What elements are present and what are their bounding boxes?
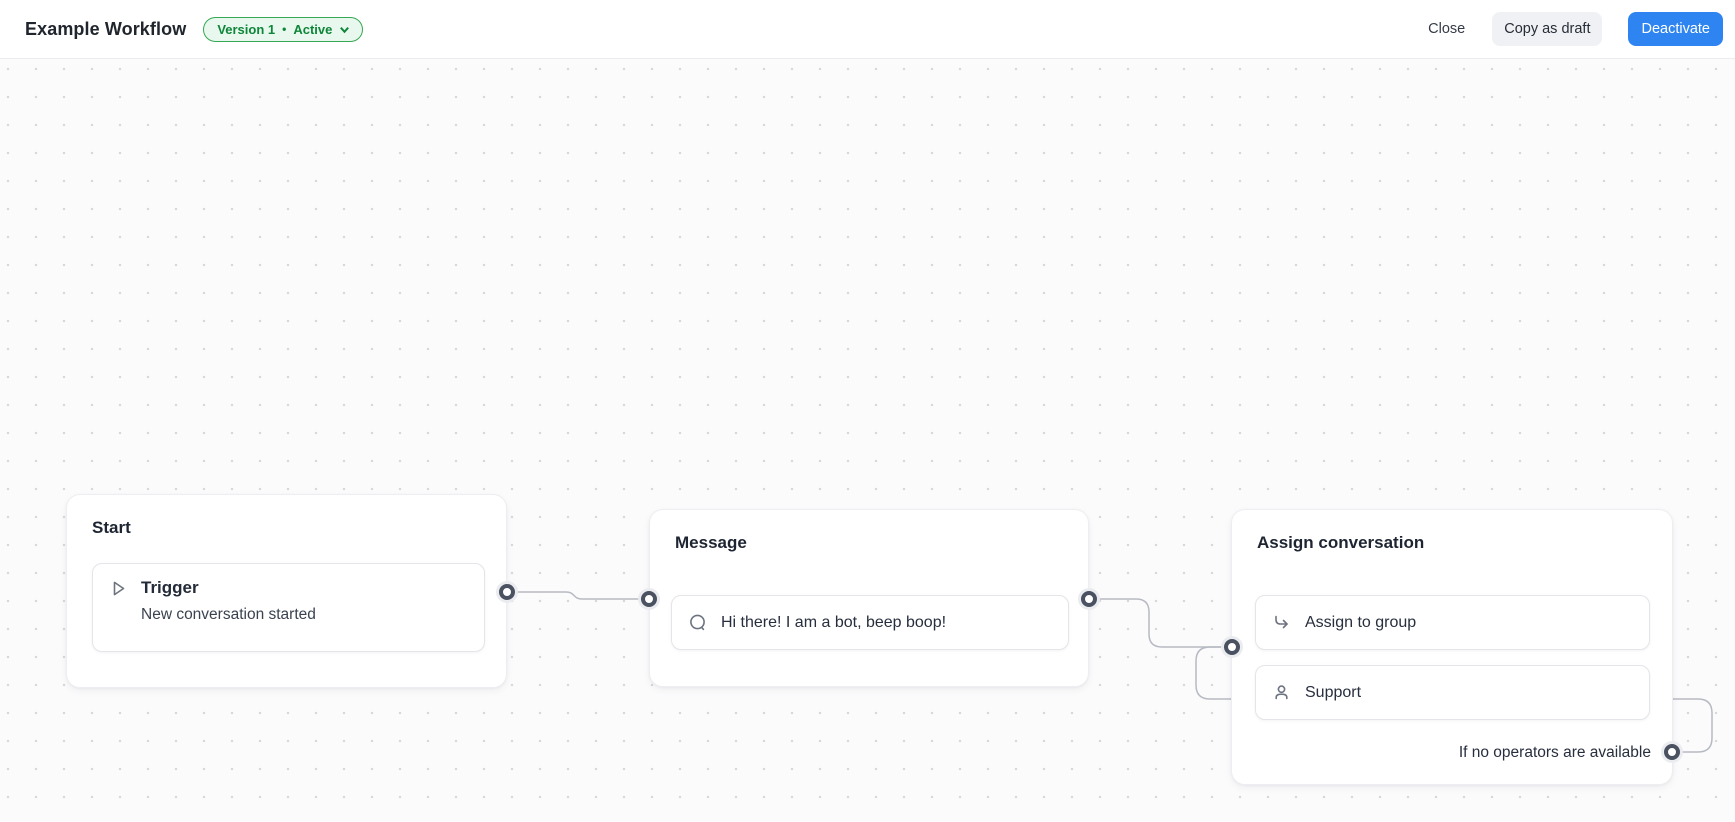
port-no-operators-output[interactable] bbox=[1664, 744, 1680, 760]
badge-separator: • bbox=[282, 22, 287, 36]
page-title: Example Workflow bbox=[25, 18, 187, 39]
trigger-subtitle: New conversation started bbox=[141, 606, 316, 623]
close-button[interactable]: Close bbox=[1422, 12, 1471, 46]
node-message[interactable]: Message Hi there! I am a bot, beep boop! bbox=[649, 509, 1089, 687]
corner-right-arrow-icon bbox=[1272, 613, 1291, 632]
support-group-card[interactable]: Support bbox=[1255, 665, 1650, 720]
chevron-down-icon bbox=[340, 26, 350, 33]
version-label: Version 1 bbox=[217, 21, 276, 37]
port-message-output[interactable] bbox=[1081, 591, 1097, 607]
node-assign-conversation[interactable]: Assign conversation Assign to group Supp… bbox=[1231, 509, 1673, 785]
trigger-row: Trigger bbox=[109, 578, 468, 598]
support-group-text: Support bbox=[1305, 683, 1362, 701]
assign-to-group-text: Assign to group bbox=[1305, 613, 1417, 631]
node-start[interactable]: Start Trigger New conversation started bbox=[66, 494, 507, 688]
version-status-badge[interactable]: Version 1 • Active bbox=[203, 16, 364, 42]
port-assign-input[interactable] bbox=[1224, 639, 1240, 655]
node-start-title: Start bbox=[92, 518, 131, 537]
port-message-input[interactable] bbox=[641, 591, 657, 607]
assign-to-group-card[interactable]: Assign to group bbox=[1255, 595, 1650, 650]
header-bar: Example Workflow Version 1 • Active Clos… bbox=[0, 0, 1735, 59]
node-message-title: Message bbox=[675, 533, 747, 552]
trigger-card[interactable]: Trigger New conversation started bbox=[92, 563, 485, 652]
no-operators-label: If no operators are available bbox=[1458, 744, 1651, 761]
message-card[interactable]: Hi there! I am a bot, beep boop! bbox=[671, 595, 1069, 650]
node-assign-title: Assign conversation bbox=[1257, 533, 1425, 552]
trigger-title: Trigger bbox=[141, 578, 199, 597]
status-label: Active bbox=[293, 21, 333, 37]
user-icon bbox=[1272, 683, 1291, 702]
deactivate-button[interactable]: Deactivate bbox=[1628, 12, 1723, 46]
chat-bubble-icon bbox=[688, 613, 707, 632]
port-start-output[interactable] bbox=[499, 584, 515, 600]
play-icon bbox=[109, 579, 128, 598]
copy-as-draft-button[interactable]: Copy as draft bbox=[1492, 12, 1603, 46]
workflow-canvas[interactable] bbox=[0, 60, 1735, 822]
message-text: Hi there! I am a bot, beep boop! bbox=[721, 613, 947, 631]
